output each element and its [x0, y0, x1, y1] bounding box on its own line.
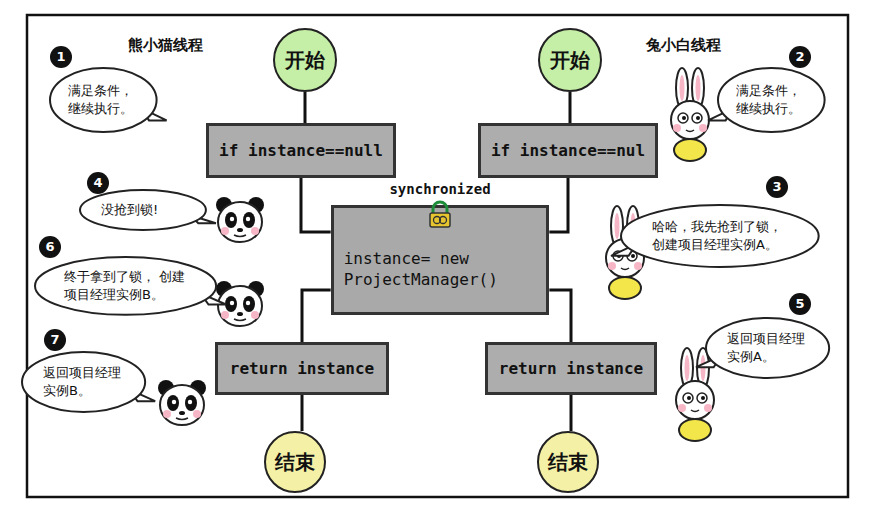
process-box: if instance==null	[206, 123, 396, 178]
process-box: return instance	[215, 342, 389, 395]
lock-heading: synchronized	[334, 181, 547, 197]
bubble-outline	[619, 203, 821, 269]
panda-figure	[216, 197, 264, 242]
flow-line	[549, 290, 571, 342]
rabbit-figure	[671, 68, 709, 161]
terminal-circle: 结束	[264, 431, 326, 493]
panda-figure	[158, 380, 206, 425]
callout-number: 1	[50, 46, 72, 68]
flow-line	[570, 395, 573, 431]
frame	[27, 15, 848, 497]
thread-title: 兔小白线程	[646, 36, 721, 55]
bubble-text: 满足条件， 继续执行。	[68, 82, 138, 117]
thread-title: 熊小猫线程	[128, 36, 203, 55]
speech-bubble: 哈哈，我先抢到了锁， 创建项目经理实例A。	[619, 203, 821, 269]
callout-number: 2	[789, 46, 811, 68]
flow-line	[304, 92, 307, 123]
process-box: return instance	[485, 342, 657, 395]
speech-bubble: 满足条件， 继续执行。	[48, 66, 159, 134]
node-text: return instance	[499, 359, 644, 378]
bubble-outline	[718, 68, 825, 132]
callout-number: 7	[44, 329, 66, 351]
synchronized-box: synchronizedinstance= new ProjectManager…	[331, 205, 550, 315]
bubble-outline	[716, 66, 827, 134]
bubble-text: 终于拿到了锁， 创建项目经理实例B。	[64, 268, 188, 303]
bubble-text: 哈哈，我先抢到了锁， 创建项目经理实例A。	[652, 218, 788, 253]
node-text: 开始	[550, 47, 590, 74]
bubble-outline	[80, 190, 206, 230]
speech-bubble: 满足条件， 继续执行。	[716, 66, 827, 134]
callout-number: 3	[766, 176, 788, 198]
bubble-outline	[704, 316, 831, 380]
node-text: if instance==nul	[491, 141, 645, 160]
flow-line	[302, 290, 331, 342]
speech-bubble: 没抢到锁!	[78, 188, 208, 232]
bubble-text: 满足条件， 继续执行。	[736, 82, 806, 117]
speech-bubble: 终于拿到了锁， 创建项目经理实例B。	[33, 255, 218, 317]
terminal-circle: 开始	[538, 28, 602, 92]
speech-bubble: 返回项目经理 实例B。	[20, 350, 147, 414]
node-text: 结束	[275, 449, 315, 476]
node-text: 开始	[285, 47, 325, 74]
node-text: return instance	[230, 359, 375, 378]
bubble-text: 返回项目经理 实例B。	[43, 364, 125, 399]
flow-line	[301, 178, 331, 232]
node-text: if instance==null	[219, 141, 383, 160]
bubble-outline	[48, 66, 159, 134]
callout-number: 5	[789, 293, 811, 315]
bubble-text: 返回项目经理 实例A。	[727, 330, 809, 365]
node-text: 结束	[548, 449, 588, 476]
flow-line	[569, 92, 572, 123]
process-box: if instance==nul	[478, 123, 658, 178]
bubble-outline	[20, 350, 147, 414]
bubble-outline	[50, 68, 157, 132]
bubble-outline	[706, 318, 829, 378]
code-text: instance= new ProjectManager()	[344, 249, 537, 291]
bubble-outline	[35, 257, 216, 315]
flow-line	[301, 395, 304, 431]
bubble-outline	[621, 205, 819, 267]
bubble-text: 没抢到锁!	[101, 201, 185, 219]
terminal-circle: 开始	[273, 28, 337, 92]
terminal-circle: 结束	[537, 431, 599, 493]
flow-line	[549, 178, 568, 232]
speech-bubble: 返回项目经理 实例A。	[704, 316, 831, 380]
bubble-outline	[33, 255, 218, 317]
callout-number: 4	[87, 172, 109, 194]
bubble-outline	[22, 352, 145, 412]
callout-number: 6	[39, 236, 61, 258]
